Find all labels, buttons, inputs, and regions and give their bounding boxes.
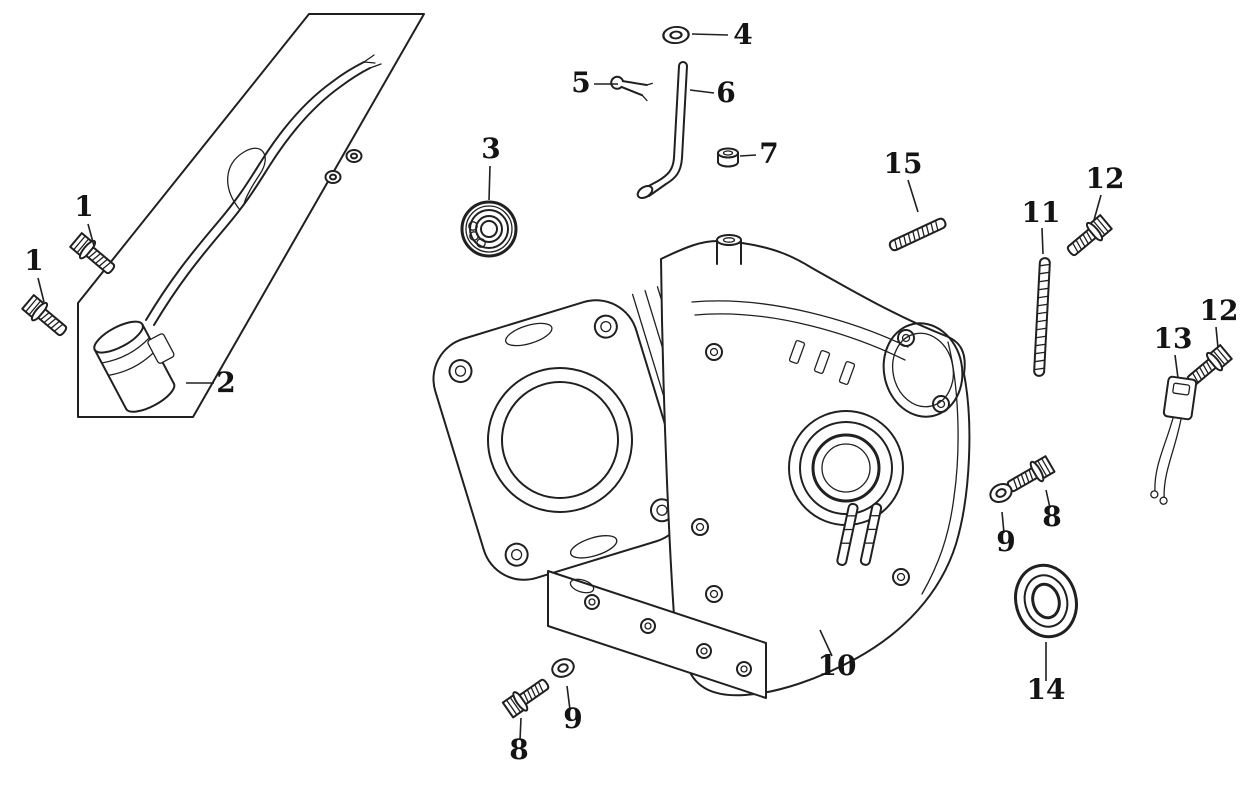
callout-label-9a: 9 [996, 525, 1015, 558]
stud-bolt-15 [887, 216, 948, 253]
cotter-pin [610, 75, 653, 102]
wire-grommets [324, 149, 363, 184]
callout-label-15: 15 [884, 147, 923, 180]
crankcase-studs [836, 502, 883, 566]
callout-label-8a: 8 [1042, 500, 1061, 533]
callout-label-10: 10 [818, 649, 857, 682]
bolt-1a [67, 230, 121, 280]
coil-mount-box [77, 13, 425, 418]
leader-lines [37, 33, 1219, 741]
callout-label-6: 6 [716, 76, 735, 109]
plain-washer-4 [661, 24, 691, 46]
callout-label-3: 3 [481, 132, 500, 165]
ball-bearing [460, 200, 518, 258]
callout-label-8b: 8 [509, 733, 528, 766]
callout-label-2: 2 [216, 366, 235, 399]
crankcase-base [547, 570, 767, 699]
main-bearing-boss [788, 410, 904, 526]
rectifier [1150, 375, 1198, 505]
callout-label-4: 4 [733, 18, 752, 51]
callout-label-9b: 9 [563, 702, 582, 735]
oil-filler-neck [716, 234, 742, 265]
callout-label-13: 13 [1154, 322, 1193, 355]
callout-label-12b: 12 [1200, 294, 1239, 327]
dipstick-rod [636, 61, 688, 199]
cylinder-plate [432, 299, 688, 581]
callout-labels: 1 1 2 3 4 5 6 7 8 8 9 9 10 11 12 12 13 1… [24, 18, 1238, 766]
ignition-coil [93, 320, 176, 413]
callout-label-7: 7 [759, 137, 778, 170]
cap-nut [717, 147, 739, 168]
callout-label-14: 14 [1027, 673, 1066, 706]
coil-wires [145, 54, 382, 326]
oil-seal [1014, 563, 1078, 639]
stud-bolt-11 [1033, 257, 1051, 377]
flange-bolt-12a [1061, 212, 1115, 262]
washer-9b [548, 655, 578, 681]
callout-label-12a: 12 [1086, 162, 1125, 195]
bolt-1b [19, 292, 73, 342]
flange-bolt-8b [500, 673, 554, 721]
callout-label-5: 5 [571, 66, 590, 99]
callout-label-1b: 1 [24, 244, 43, 277]
callout-label-11: 11 [1022, 196, 1061, 229]
callout-label-1a: 1 [74, 190, 93, 223]
